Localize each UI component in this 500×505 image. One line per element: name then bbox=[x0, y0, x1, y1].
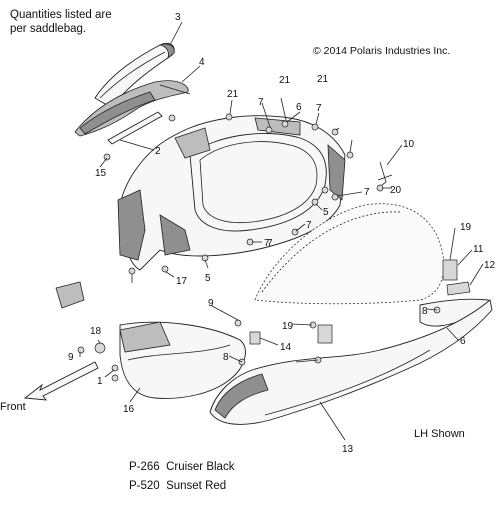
front-arrow bbox=[23, 361, 99, 401]
view-label: LH Shown bbox=[414, 428, 465, 440]
bracket-part-11 bbox=[442, 259, 458, 281]
callout-number: 8 bbox=[223, 352, 229, 363]
note-line-1: Quantities listed are bbox=[10, 9, 112, 21]
lower-skirt-part-13 bbox=[209, 299, 493, 425]
callout-number: 4 bbox=[199, 57, 205, 68]
bracket-part-19-lower bbox=[317, 324, 333, 344]
note-line-2: per saddlebag. bbox=[10, 23, 87, 35]
callout-number: 1 bbox=[97, 376, 103, 387]
callout-number: 5 bbox=[323, 207, 329, 218]
callout-number: 17 bbox=[176, 276, 188, 287]
lid-inner-part-4 bbox=[74, 80, 191, 137]
part-number-code: P-520 bbox=[129, 480, 160, 492]
leader-lines bbox=[79, 21, 484, 441]
callout-number: 3 bbox=[175, 12, 181, 23]
callout-number: 7 bbox=[258, 97, 264, 108]
callout-number: 9 bbox=[208, 298, 214, 309]
part-number-code: P-266 bbox=[129, 461, 160, 473]
callout-number: 13 bbox=[342, 444, 354, 455]
callout-number: 14 bbox=[280, 342, 292, 353]
callout-number: 7 bbox=[316, 103, 322, 114]
callout-number: 10 bbox=[403, 139, 415, 150]
callout-number: 21 bbox=[279, 75, 291, 86]
front-cover-part-16 bbox=[119, 321, 246, 399]
front-label: Front bbox=[0, 401, 26, 413]
mount-bracket bbox=[55, 281, 85, 309]
callout-number: 19 bbox=[282, 321, 294, 332]
callout-number: 21 bbox=[227, 89, 239, 100]
callout-number: 2 bbox=[155, 146, 161, 157]
callout-number: 7 bbox=[306, 220, 312, 231]
callout-number: 5 bbox=[205, 273, 211, 284]
bracket-part-10 bbox=[377, 161, 393, 186]
callout-number: 9 bbox=[68, 352, 74, 363]
part-number-row-1: P-266 Cruiser Black bbox=[129, 461, 234, 473]
hardware-fasteners bbox=[77, 113, 441, 382]
part-number-color: Cruiser Black bbox=[166, 461, 235, 473]
lid-part-3 bbox=[94, 42, 175, 109]
part-number-row-2: P-520 Sunset Red bbox=[129, 480, 226, 492]
callout-number: 15 bbox=[95, 168, 107, 179]
callout-number: 11 bbox=[473, 244, 484, 255]
callout-number: 21 bbox=[317, 74, 329, 85]
quantity-note: Quantities listed are per saddlebag. bbox=[10, 8, 112, 36]
callout-number: 8 bbox=[422, 306, 428, 317]
callout-number: 7 bbox=[267, 238, 273, 249]
part-number-color: Sunset Red bbox=[166, 480, 227, 492]
callout-number: 6 bbox=[296, 102, 302, 113]
callout-number: 16 bbox=[123, 404, 135, 415]
callout-number: 12 bbox=[484, 260, 496, 271]
copyright-text: © 2014 Polaris Industries Inc. bbox=[313, 45, 451, 57]
bracket-part-12 bbox=[446, 281, 471, 296]
callout-number: 19 bbox=[460, 222, 472, 233]
grommet-part-18 bbox=[94, 342, 106, 354]
callout-number: 7 bbox=[264, 238, 270, 249]
seal-strip-part-2 bbox=[107, 111, 163, 145]
outer-shell-dotted bbox=[254, 203, 445, 305]
callout-number: 7 bbox=[364, 187, 370, 198]
callout-number: 20 bbox=[390, 185, 402, 196]
callout-number: 18 bbox=[90, 326, 102, 337]
saddlebag-body bbox=[117, 115, 346, 271]
bracket-part-14 bbox=[249, 331, 261, 345]
callout-number: 6 bbox=[460, 336, 466, 347]
